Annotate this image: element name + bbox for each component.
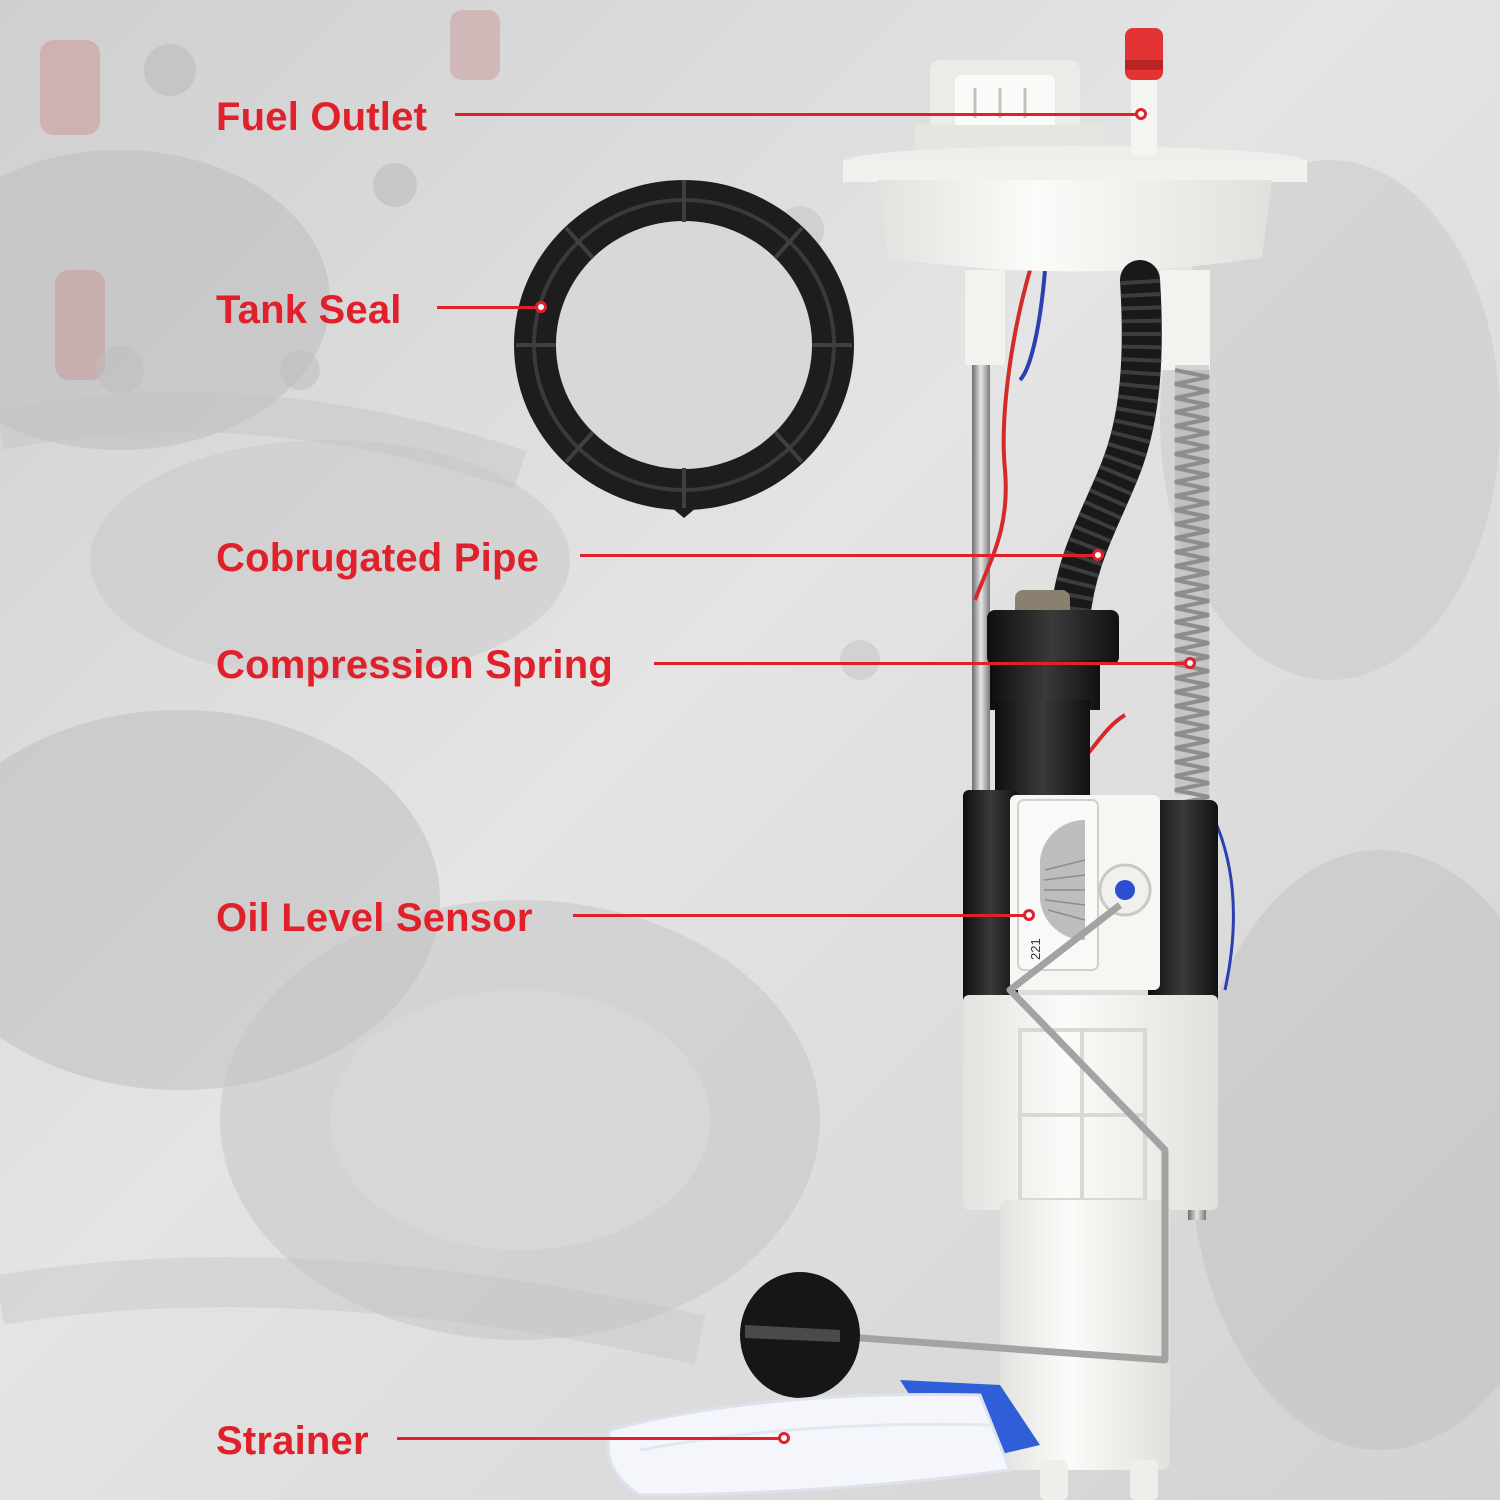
leader-line-fuel-outlet	[455, 113, 1137, 116]
fuel-pump-assembly: 221	[606, 28, 1307, 1500]
mounting-flange	[843, 28, 1307, 272]
anchor-dot-tank-seal	[535, 301, 547, 313]
label-oil-level-sensor: Oil Level Sensor	[216, 896, 533, 940]
label-cobrugated-pipe: Cobrugated Pipe	[216, 536, 540, 580]
leader-line-compression-spring	[654, 662, 1186, 665]
sensor-part-marking: 221	[1028, 938, 1043, 960]
anchor-dot-strainer	[778, 1432, 790, 1444]
leader-line-strainer	[397, 1437, 780, 1440]
float	[740, 1272, 860, 1398]
float-arm	[819, 902, 1169, 1364]
leader-line-tank-seal	[437, 306, 537, 309]
label-fuel-outlet: Fuel Outlet	[216, 95, 428, 139]
anchor-dot-cobrugated-pipe	[1092, 549, 1104, 561]
strainer-sock	[606, 1380, 1040, 1497]
tank-seal-ring	[514, 180, 854, 518]
pump-motor	[963, 590, 1218, 1010]
label-compression-spring: Compression Spring	[216, 643, 613, 687]
leader-line-cobrugated-pipe	[580, 554, 1094, 557]
compression-spring	[1174, 365, 1210, 813]
anchor-dot-fuel-outlet	[1135, 108, 1147, 120]
level-sensor: 221	[1017, 799, 1152, 971]
label-tank-seal: Tank Seal	[216, 288, 402, 332]
label-strainer: Strainer	[216, 1419, 369, 1463]
anchor-dot-compression-spring	[1184, 657, 1196, 669]
anchor-dot-oil-level-sensor	[1023, 909, 1035, 921]
leader-line-oil-level-sensor	[573, 914, 1025, 917]
